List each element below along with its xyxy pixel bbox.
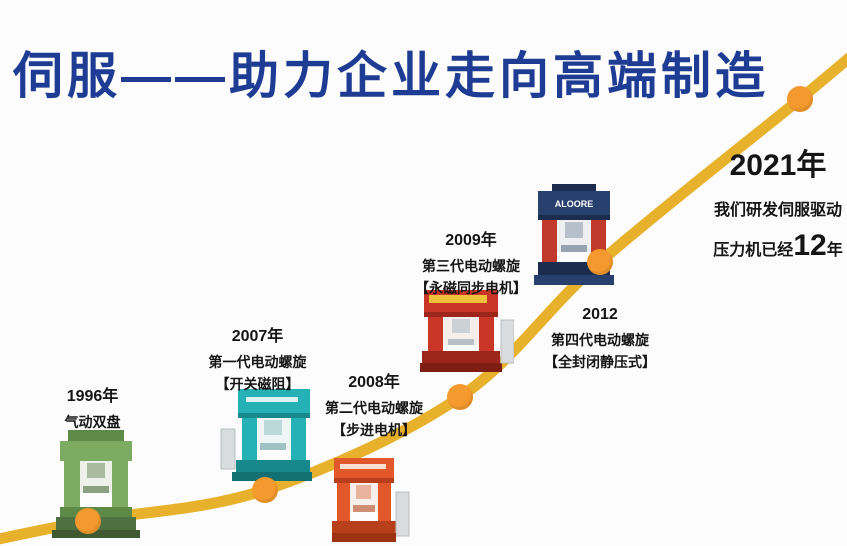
milestone-desc: 第三代电动螺旋	[422, 258, 520, 274]
milestone-dot-2021	[787, 86, 813, 112]
milestone-desc: 第二代电动螺旋	[325, 400, 423, 416]
press-illustration-2009	[420, 290, 514, 372]
milestone-desc: 第一代电动螺旋	[208, 354, 307, 370]
milestone-dot-1996	[75, 508, 101, 534]
page-title: 伺服——助力企业走向高端制造	[13, 48, 769, 104]
milestone-desc: 【永磁同步电机】	[415, 280, 527, 297]
milestone-desc: 【开关磁阻】	[215, 376, 300, 393]
milestone-desc-suffix: 年	[826, 242, 843, 259]
milestone-desc: 气动双盘	[64, 414, 121, 430]
press-illustration-2007	[220, 389, 312, 481]
milestone-2008: 2008年 第二代电动螺旋 【步进电机】	[312, 368, 436, 442]
milestone-year: 2007年	[231, 328, 284, 345]
milestone-desc: 【全封闭静压式】	[544, 354, 656, 371]
milestone-dot-2008	[447, 384, 473, 410]
machine-brand-label: ALOORE	[555, 199, 594, 209]
milestone-desc: 第四代电动螺旋	[551, 332, 649, 348]
milestone-dot-2007	[252, 477, 278, 503]
milestone-year: 2008年	[348, 374, 400, 391]
milestone-year: 1996年	[66, 388, 119, 405]
milestone-desc: 压力机已经12年	[693, 229, 847, 263]
milestone-2009: 2009年 第三代电动螺旋 【永磁同步电机】	[408, 226, 534, 300]
milestone-year: 2009年	[445, 232, 497, 249]
milestone-desc: 【步进电机】	[332, 422, 416, 439]
milestone-2021: 2021年 我们研发伺服驱动 压力机已经12年	[693, 140, 847, 272]
milestone-dot-2012	[587, 249, 613, 275]
milestone-year: 2012	[582, 306, 618, 323]
milestone-1996: 1996年 气动双盘	[40, 382, 145, 433]
press-illustration-2008	[332, 458, 410, 542]
milestone-year: 2021年	[729, 149, 827, 182]
milestone-desc-prefix: 压力机已经	[713, 242, 794, 259]
years-count: 12	[793, 229, 827, 262]
press-illustration-2012: ALOORE	[534, 184, 614, 285]
milestone-desc: 我们研发伺服驱动	[713, 202, 842, 219]
milestone-2007: 2007年 第一代电动螺旋 【开关磁阻】	[190, 322, 325, 396]
milestone-2012: 2012 第四代电动螺旋 【全封闭静压式】	[538, 306, 662, 374]
